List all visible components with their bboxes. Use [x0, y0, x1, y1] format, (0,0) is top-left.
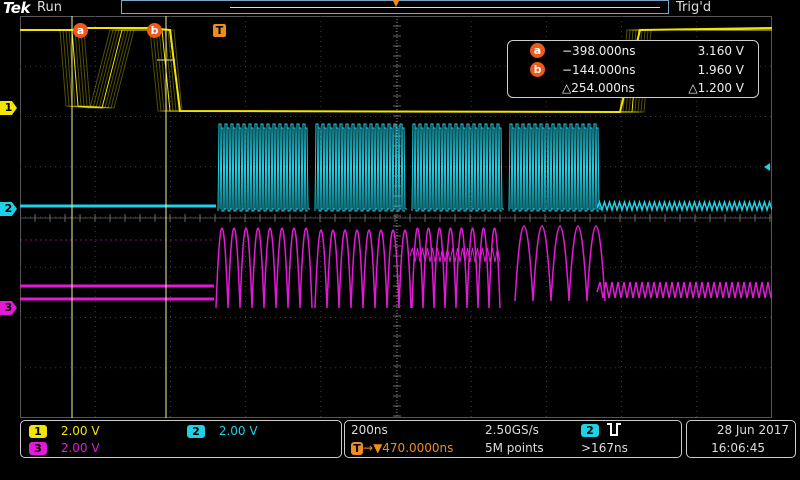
- ch1-badge: 1: [29, 425, 47, 438]
- timebase[interactable]: 200ns: [351, 423, 388, 437]
- record-view-window: [230, 7, 660, 8]
- date: 28 Jun 2017: [716, 423, 789, 437]
- trigger-position[interactable]: T→▼470.0000ns: [351, 441, 453, 455]
- trigger-level-icon: [764, 163, 770, 171]
- trigger-status: Trig'd: [676, 0, 712, 15]
- horizontal-trigger-panel[interactable]: 200ns T→▼470.0000ns 2.50GS/s 5M points 2…: [344, 420, 682, 458]
- cursor-b-marker[interactable]: b: [147, 23, 162, 38]
- trigger-position-icon: [392, 0, 400, 7]
- cursor-a-badge: a: [530, 43, 545, 58]
- ch1-scale: 2.00 V: [60, 424, 100, 438]
- time: 16:06:45: [711, 441, 765, 455]
- ch1-marker[interactable]: 1: [0, 101, 17, 115]
- ch3-badge: 3: [29, 442, 47, 455]
- brand-logo: Tek: [3, 0, 30, 17]
- trigger-t-icon: T: [351, 442, 363, 455]
- cursor-a-time: −398.000ns: [562, 44, 636, 58]
- trigger-marker[interactable]: T: [213, 24, 226, 37]
- cursor-a-volts: 3.160 V: [697, 44, 744, 58]
- cursor-b-time: −144.000ns: [562, 63, 636, 77]
- trigger-position-value: ▼470.0000ns: [373, 441, 454, 455]
- cursor-b-badge: b: [530, 62, 545, 77]
- waveform-display[interactable]: [20, 16, 772, 418]
- datetime-panel: 28 Jun 2017 16:06:45: [686, 420, 796, 458]
- cursor-a-marker[interactable]: a: [73, 23, 88, 38]
- record-view-bar[interactable]: [121, 0, 669, 14]
- ch3-waveform: [20, 225, 772, 309]
- pulse-width-icon: [606, 423, 621, 436]
- cursor-delta-time: △254.000ns: [562, 81, 635, 95]
- vertical-settings-panel[interactable]: 1 2.00 V 2 2.00 V 3 2.00 V: [20, 420, 342, 458]
- trigger-source-badge: 2: [581, 424, 599, 437]
- ch2-settings[interactable]: 2 2.00 V: [187, 424, 258, 438]
- trigger-condition: >167ns: [581, 441, 628, 455]
- trigger-settings[interactable]: 2: [581, 423, 622, 437]
- ch3-settings[interactable]: 3 2.00 V: [29, 441, 100, 455]
- ch1-settings[interactable]: 1 2.00 V: [29, 424, 100, 438]
- ch2-badge: 2: [187, 425, 205, 438]
- cursor-b-volts: 1.960 V: [697, 63, 744, 77]
- ch2-scale: 2.00 V: [218, 424, 258, 438]
- ch3-scale: 2.00 V: [60, 441, 100, 455]
- ch2-marker[interactable]: 2: [0, 202, 17, 216]
- cursor-readout[interactable]: a −398.000ns 3.160 V b −144.000ns 1.960 …: [507, 40, 759, 98]
- acquisition-status[interactable]: Run: [37, 0, 62, 15]
- ch3-marker[interactable]: 3: [0, 301, 17, 315]
- cursor-delta-volts: △1.200 V: [688, 81, 744, 95]
- ch2-waveform: [20, 123, 772, 213]
- sample-rate: 2.50GS/s: [485, 423, 539, 437]
- record-length: 5M points: [485, 441, 544, 455]
